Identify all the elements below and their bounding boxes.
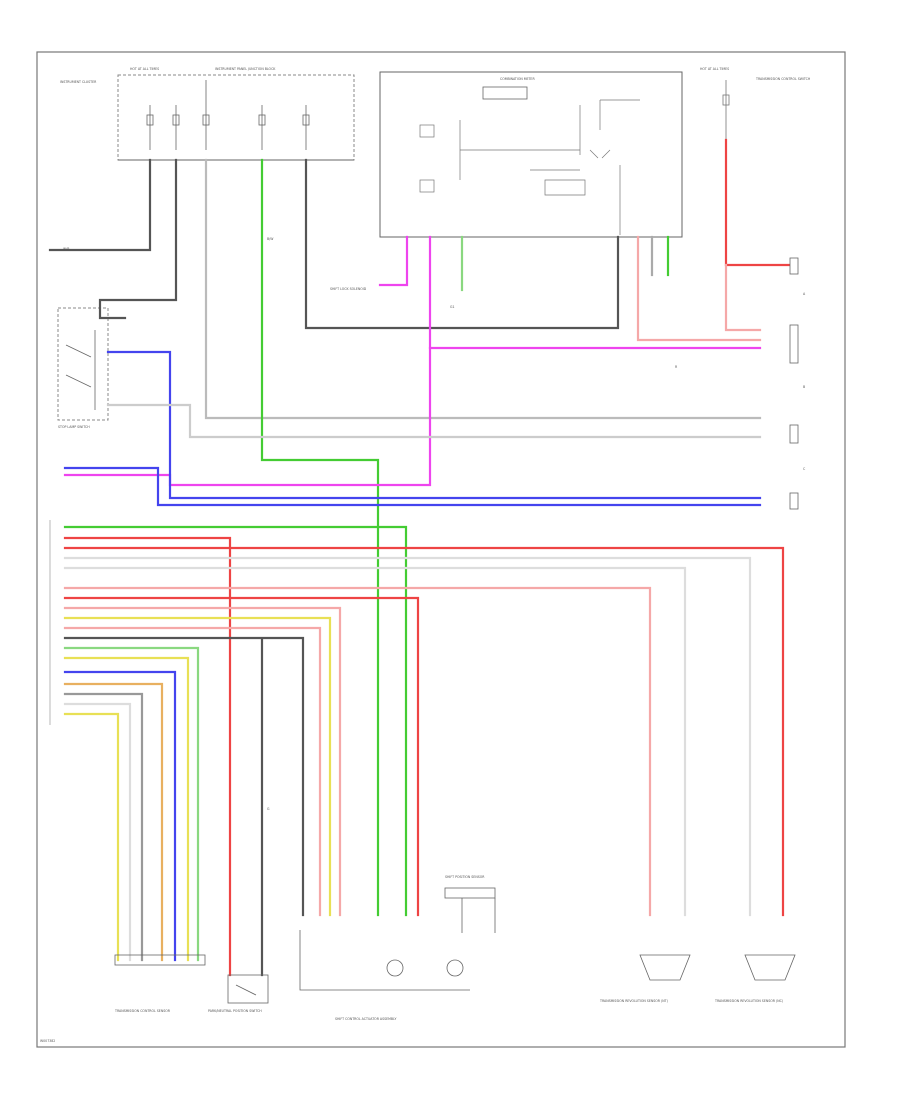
wire-red-bus-3 bbox=[63, 596, 420, 917]
wire-blue-1 bbox=[106, 350, 762, 500]
stop-lamp-switch-box bbox=[57, 307, 109, 421]
junction-box-label: INSTRUMENT PANEL JUNCTION BLOCK bbox=[215, 67, 276, 71]
bottom-label-2: PARK/NEUTRAL POSITION SWITCH bbox=[208, 1009, 262, 1013]
wire-tag-3: R bbox=[675, 365, 678, 369]
ground-label: G1 bbox=[450, 305, 455, 309]
bottom-label-6: TRANSMISSION REVOLUTION SENSOR (NC) bbox=[714, 999, 783, 1003]
wire-white-bus-2 bbox=[63, 566, 687, 917]
wire-gray-1 bbox=[204, 158, 762, 420]
shift-lock-label: SHIFT LOCK SOLENOID bbox=[330, 287, 367, 291]
wire-yellow-bus-2 bbox=[63, 656, 190, 962]
bottom-label-5: TRANSMISSION REVOLUTION SENSOR (NT) bbox=[599, 999, 668, 1003]
wire-white-bus-1 bbox=[63, 556, 752, 917]
wire-green-main bbox=[260, 158, 380, 917]
wire-tag-2: G bbox=[267, 807, 270, 811]
wire-blue-bus bbox=[63, 670, 177, 962]
right-fuse-element bbox=[722, 94, 730, 106]
junction-box-outline bbox=[117, 74, 355, 161]
stop-switch-label: STOP LAMP SWITCH bbox=[58, 425, 90, 429]
bottom-label-3: SHIFT CONTROL ACTUATOR ASSEMBLY bbox=[335, 1017, 396, 1021]
wire-gray-bus bbox=[63, 692, 144, 962]
wire-blue-2 bbox=[63, 466, 762, 507]
wires bbox=[48, 138, 792, 977]
wire-black-3 bbox=[304, 158, 620, 330]
fuse-symbols bbox=[146, 80, 310, 150]
right-fuse-label: HOT AT ALL TIMES bbox=[700, 67, 729, 71]
wire-red-bus-1 bbox=[63, 536, 232, 977]
wire-pink-bus-1 bbox=[63, 586, 652, 917]
wire-tag-4: W/B bbox=[63, 247, 69, 251]
wire-pink-meter-1 bbox=[636, 235, 762, 342]
combination-meter-box bbox=[379, 71, 683, 238]
wire-yellow-bus-3 bbox=[63, 712, 120, 962]
wire-gray-stop bbox=[106, 403, 762, 439]
wire-white-bus-3 bbox=[63, 702, 132, 962]
wire-magenta-3 bbox=[63, 346, 432, 487]
bottom-components bbox=[114, 887, 796, 1004]
wire-orange-bus bbox=[63, 682, 164, 962]
fuse-box-top-label: HOT AT ALL TIMES bbox=[130, 67, 159, 71]
wire-magenta-1 bbox=[378, 235, 409, 287]
connector-label-a: A bbox=[803, 292, 806, 296]
meter-internal-circuit bbox=[419, 99, 640, 235]
wire-black-2 bbox=[98, 158, 178, 320]
wire-pink-right-2 bbox=[724, 263, 762, 332]
bottom-label-1: TRANSMISSION CONTROL SENSOR bbox=[114, 1009, 171, 1013]
wire-red-bus-2 bbox=[63, 546, 785, 917]
wire-pink-bus-2 bbox=[63, 606, 342, 917]
wire-red-right bbox=[724, 138, 792, 267]
meter-display bbox=[482, 86, 528, 100]
wire-tag-1: B/W bbox=[267, 237, 274, 241]
footer-code: W007382 bbox=[40, 1039, 55, 1043]
wire-black-bus bbox=[63, 636, 305, 917]
stop-switch-contacts bbox=[65, 330, 96, 410]
diagram-frame bbox=[36, 51, 846, 1048]
wire-green-bus-2 bbox=[63, 646, 200, 962]
bottom-label-4: SHIFT POSITION SENSOR bbox=[445, 875, 485, 879]
right-connectors bbox=[789, 257, 799, 510]
wire-magenta-2 bbox=[428, 235, 762, 350]
connector-label-c: C bbox=[803, 467, 806, 471]
right-module-label: TRANSMISSION CONTROL SWITCH bbox=[755, 77, 811, 81]
combination-meter-label: COMBINATION METER bbox=[500, 77, 535, 81]
wire-yellow-bus-1 bbox=[63, 616, 332, 917]
left-module-label: INSTRUMENT CLUSTER bbox=[60, 80, 97, 84]
connector-label-b: B bbox=[803, 385, 805, 389]
wire-black-1 bbox=[48, 158, 152, 252]
wire-pink-bus-3 bbox=[63, 626, 322, 917]
wire-green-bus bbox=[63, 525, 408, 917]
